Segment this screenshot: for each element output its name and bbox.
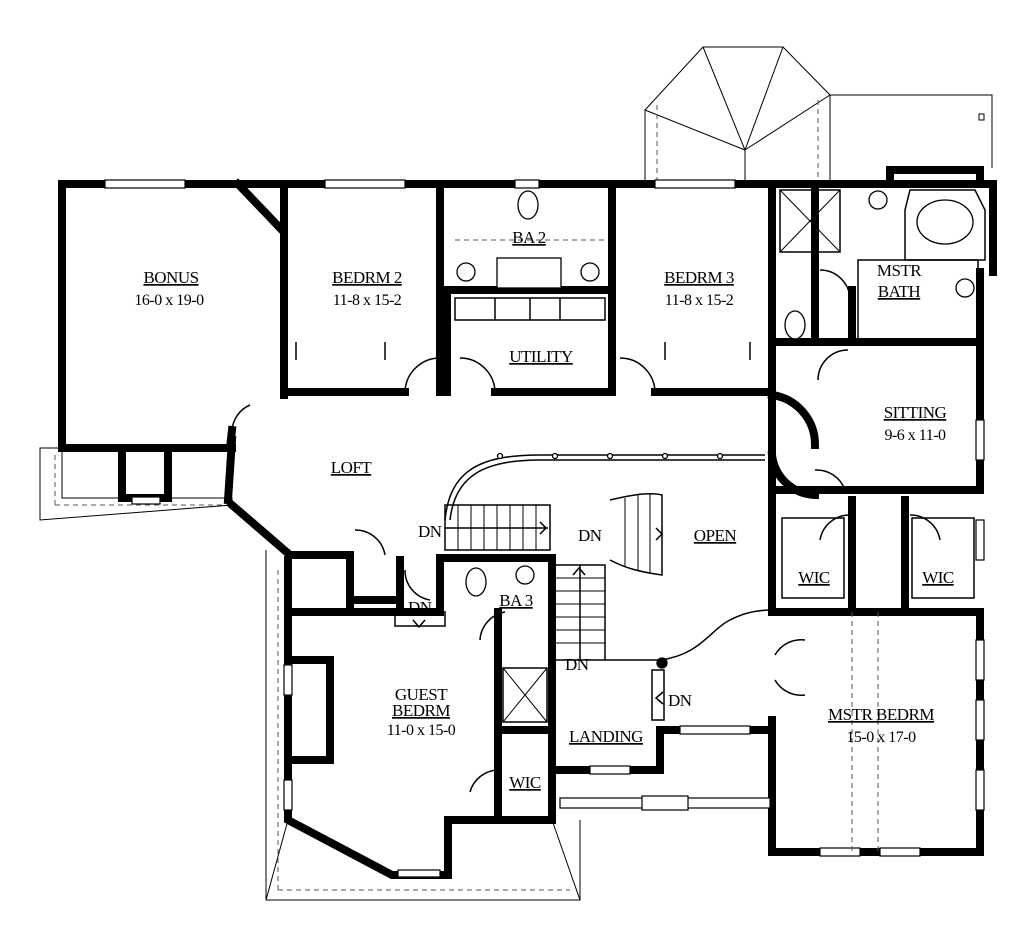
wic-right-label: WIC (922, 568, 954, 587)
stair-dn-label-5: DN (668, 691, 692, 710)
sink-icon-4 (580, 262, 600, 282)
bedrm3-dims: 11-8 x 15-2 (665, 292, 734, 309)
shower-icon (502, 667, 548, 723)
open-label: OPEN (694, 526, 737, 545)
doors (231, 342, 941, 793)
tub-icon (916, 199, 974, 245)
mstr-bath-label-2: BATH (878, 282, 921, 301)
bathtub-icon (496, 257, 562, 289)
bonus-dims: 16-0 x 19-0 (134, 292, 204, 309)
stair-dn-label-4: DN (565, 655, 589, 674)
toilet-icon-3 (465, 567, 487, 597)
ba3-label: BA 3 (499, 591, 532, 610)
sink-icon-5 (515, 565, 535, 585)
stairs (394, 452, 773, 721)
bedrm2-label: BEDRM 2 (332, 268, 402, 287)
ba2-fixtures (454, 190, 606, 321)
bonus-bay (39, 447, 233, 521)
ba3-fixtures (465, 565, 548, 723)
mstr-bath-fixtures (779, 166, 997, 341)
utility-label: UTILITY (509, 347, 573, 366)
mstr-bedrm-label: MSTR BEDRM (828, 705, 934, 724)
bedrm3-label: BEDRM 3 (664, 268, 734, 287)
mstr-bath-label-1: MSTR (877, 261, 922, 280)
bedrm2-dims: 11-8 x 15-2 (333, 292, 402, 309)
wic-closets (781, 517, 975, 852)
sink-icon-3 (456, 262, 476, 282)
guest-label-1: GUEST (395, 685, 448, 704)
sink-icon-2 (955, 278, 975, 298)
stair-arrows (412, 521, 664, 705)
toilet-icon-2 (517, 190, 539, 220)
guest-label-2: BEDRM (392, 701, 450, 720)
sink-icon (868, 190, 888, 210)
stair-labels: DN DN DN DN DN (408, 522, 692, 710)
guest-roof (265, 550, 581, 901)
sitting-label: SITTING (884, 403, 947, 422)
room-labels: BONUS 16-0 x 19-0 BEDRM 2 11-8 x 15-2 BA… (134, 228, 954, 792)
stair-dn-label-3: DN (408, 598, 432, 617)
sitting-dims: 9-6 x 11-0 (884, 427, 946, 444)
wic-guest-label: WIC (509, 773, 541, 792)
landing-label: LANDING (569, 727, 643, 746)
loft-label: LOFT (331, 458, 373, 477)
turret-roof (644, 46, 993, 184)
stair-dn-label-2: DN (578, 526, 602, 545)
toilet-icon (784, 310, 806, 340)
wic-left-label: WIC (798, 568, 830, 587)
stair-dn-label-1: DN (418, 522, 442, 541)
mstr-bedrm-dims: 15-0 x 17-0 (846, 729, 916, 746)
guest-dims: 11-0 x 15-0 (387, 722, 456, 739)
ba2-label: BA 2 (512, 228, 545, 247)
windows (104, 179, 985, 857)
bonus-label: BONUS (143, 268, 198, 287)
